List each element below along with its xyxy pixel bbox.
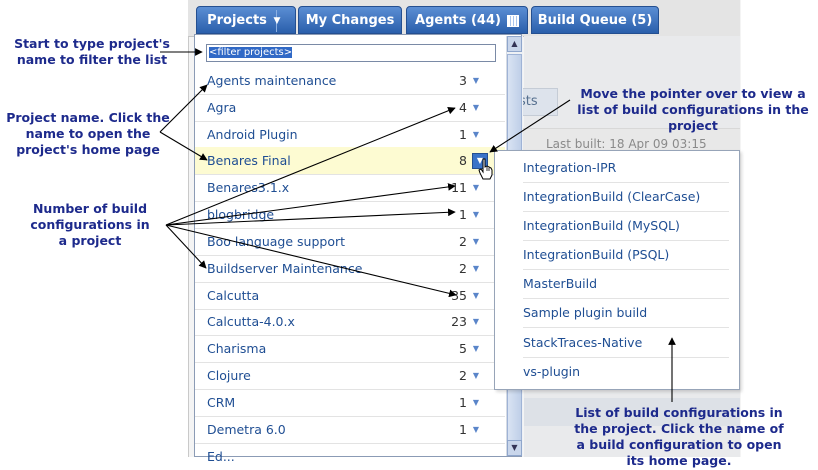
annotation-config-list: List of build configurations in the proj…	[574, 405, 784, 468]
tab-agents-label: Agents (44)	[415, 13, 501, 28]
scroll-down-icon[interactable]: ▼	[507, 440, 522, 456]
project-name[interactable]: Buildserver Maintenance	[207, 261, 363, 276]
project-name[interactable]: blogbridge	[207, 207, 275, 222]
project-row[interactable]: Benares3.1.x 11 ▼	[195, 174, 505, 202]
chevron-down-icon[interactable]: ▼	[472, 398, 480, 407]
project-row[interactable]: Agents maintenance 3 ▼	[195, 67, 505, 95]
project-name[interactable]: Agents maintenance	[207, 73, 337, 88]
tab-build-queue-label: Build Queue (5)	[537, 13, 653, 28]
project-row[interactable]: Android Plugin 1 ▼	[195, 121, 505, 149]
build-configuration-item[interactable]: IntegrationBuild (ClearCase)	[523, 182, 729, 212]
chevron-down-icon[interactable]: ▼	[472, 371, 480, 380]
tab-agents[interactable]: Agents (44)	[406, 6, 528, 34]
project-name[interactable]: Clojure	[207, 368, 251, 383]
grid-icon	[506, 14, 519, 27]
build-configuration-item[interactable]: IntegrationBuild (MySQL)	[523, 211, 729, 241]
project-config-count: 8	[459, 153, 467, 168]
project-config-count: 4	[459, 100, 467, 115]
project-config-count: 2	[459, 234, 467, 249]
project-name[interactable]: Benares3.1.x	[207, 180, 290, 195]
chevron-down-icon[interactable]: ▼	[472, 76, 480, 85]
annotation-config-count: Number of build configurations in a proj…	[30, 201, 150, 248]
build-configurations-menu	[494, 150, 740, 390]
project-name[interactable]: Demetra 6.0	[207, 422, 286, 437]
project-config-count: 1	[459, 422, 467, 437]
project-row[interactable]: Demetra 6.0 1 ▼	[195, 416, 505, 444]
filter-projects-input[interactable]: <filter projects>	[206, 44, 496, 62]
chevron-down-icon[interactable]: ▼	[472, 237, 480, 246]
chevron-down-icon[interactable]: ▼	[472, 425, 480, 434]
project-row[interactable]: Buildserver Maintenance 2 ▼	[195, 255, 505, 283]
build-configuration-item[interactable]: StackTraces-Native	[523, 328, 729, 358]
project-name[interactable]: Charisma	[207, 341, 267, 356]
project-config-count: 1	[459, 207, 467, 222]
hand-pointer-icon	[478, 158, 493, 180]
tab-my-changes[interactable]: My Changes	[298, 6, 402, 34]
chevron-down-icon[interactable]: ▼	[472, 344, 480, 353]
background-strip	[524, 398, 740, 426]
project-row[interactable]: Clojure 2 ▼	[195, 362, 505, 390]
project-config-count: 35	[451, 288, 467, 303]
project-name[interactable]: Calcutta-4.0.x	[207, 314, 295, 329]
filter-placeholder: <filter projects>	[209, 47, 293, 58]
build-configuration-item[interactable]: Integration-IPR	[523, 153, 729, 183]
project-name[interactable]: Boo language support	[207, 234, 346, 249]
chevron-down-icon[interactable]: ▼	[472, 264, 480, 273]
tab-my-changes-label: My Changes	[305, 13, 395, 28]
project-name[interactable]: CRM	[207, 395, 236, 410]
project-row[interactable]: CRM 1 ▼	[195, 389, 505, 417]
project-config-count: 1	[459, 127, 467, 142]
project-config-count: 2	[459, 368, 467, 383]
project-config-count: 11	[451, 180, 467, 195]
chevron-down-icon[interactable]: ▼	[472, 291, 480, 300]
project-row[interactable]: blogbridge 1 ▼	[195, 201, 505, 229]
project-row[interactable]: Boo language support 2 ▼	[195, 228, 505, 256]
chevron-down-icon[interactable]: ▼	[472, 130, 480, 139]
build-configuration-item[interactable]: MasterBuild	[523, 269, 729, 299]
project-config-count: 1	[459, 395, 467, 410]
tab-projects-label: Projects	[207, 13, 267, 28]
scroll-up-icon[interactable]: ▲	[507, 36, 522, 52]
project-name[interactable]: Benares Final	[207, 153, 291, 168]
build-configuration-item[interactable]: IntegrationBuild (PSQL)	[523, 240, 729, 270]
project-name[interactable]: Agra	[207, 100, 237, 115]
project-config-count: 2	[459, 261, 467, 276]
project-config-count: 5	[459, 341, 467, 356]
annotation-filter: Start to type project's name to filter t…	[14, 36, 170, 67]
project-name[interactable]: Calcutta	[207, 288, 260, 303]
chevron-down-icon: ▼	[476, 156, 484, 165]
build-configuration-item[interactable]: vs-plugin	[523, 364, 581, 379]
project-row-highlighted[interactable]: Benares Final 8	[195, 147, 505, 175]
annotation-project-name: Project name. Click the name to open the…	[6, 110, 170, 157]
annotation-hover: Move the pointer over to view a list of …	[577, 86, 809, 133]
project-row[interactable]: Charisma 5 ▼	[195, 335, 505, 363]
project-row[interactable]: Calcutta-4.0.x 23 ▼	[195, 308, 505, 336]
chevron-down-icon[interactable]: ▼	[274, 10, 295, 32]
project-config-count: 3	[459, 73, 467, 88]
project-config-count: 23	[451, 314, 467, 329]
chevron-down-icon[interactable]: ▼	[472, 210, 480, 219]
chevron-down-icon[interactable]: ▼	[472, 103, 480, 112]
project-row[interactable]: Calcutta 35 ▼	[195, 282, 505, 310]
project-name[interactable]: Android Plugin	[207, 127, 298, 142]
project-row[interactable]: Agra 4 ▼	[195, 94, 505, 122]
chevron-down-icon[interactable]: ▼	[472, 183, 480, 192]
build-configuration-item[interactable]: Sample plugin build	[523, 298, 729, 328]
chevron-down-icon[interactable]: ▼	[472, 317, 480, 326]
tab-projects[interactable]: Projects ▼	[196, 6, 296, 34]
tab-build-queue[interactable]: Build Queue (5)	[531, 6, 659, 34]
